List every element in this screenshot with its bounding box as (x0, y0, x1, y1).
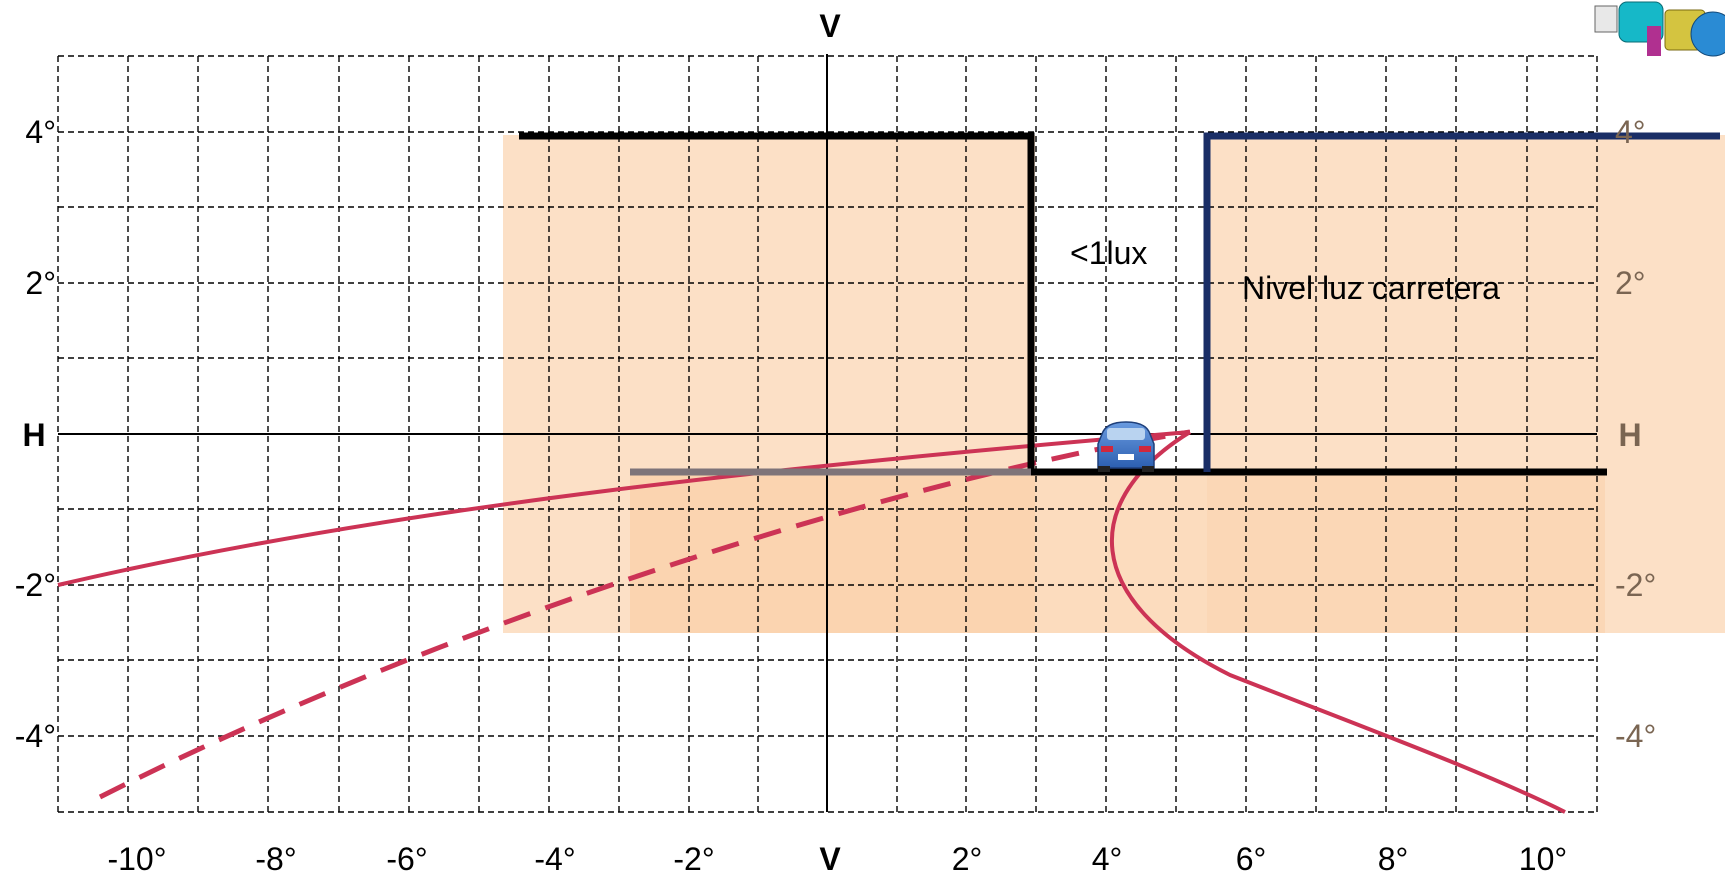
axis-labels: V V H H (22, 8, 1641, 872)
headlamp-module-icon (1594, 1, 1725, 57)
high-beam-boundary-line (1203, 132, 1720, 472)
x-tick-label: -10° (107, 841, 166, 872)
y-ticks-right: 4° 2° -2° -4° (1615, 114, 1656, 754)
y-ticks-left: 4° 2° -2° -4° (15, 114, 56, 754)
road-right-edge-curve (1109, 430, 1566, 814)
x-tick-label: 6° (1236, 841, 1267, 872)
h-label-right: H (1618, 417, 1641, 453)
v-label-top: V (819, 8, 841, 44)
lux-annotation: <1lux (1070, 235, 1147, 271)
road-left-edge-curve (57, 430, 1191, 587)
x-tick-label: 2° (952, 841, 983, 872)
road-curves (57, 429, 1566, 814)
x-tick-label: -8° (255, 841, 296, 872)
v-label-bottom: V (819, 841, 841, 872)
x-tick-label: 4° (1092, 841, 1123, 872)
x-tick-label: -6° (386, 841, 427, 872)
y-tick-label-right: -4° (1615, 718, 1656, 754)
x-tick-label: -4° (534, 841, 575, 872)
x-tick-label: 10° (1519, 841, 1567, 872)
x-tick-label: -2° (673, 841, 714, 872)
y-tick-label-left: -2° (15, 567, 56, 603)
road-light-annotation: Nivel luz carretera (1242, 270, 1500, 306)
illumination-zones (503, 135, 1725, 633)
x-tick-label: 8° (1378, 841, 1409, 872)
y-tick-label-left: -4° (15, 718, 56, 754)
h-label-left: H (22, 417, 45, 453)
x-ticks: -10° -8° -6° -4° -2° 2° 4° 6° 8° 10° (107, 841, 1567, 872)
high-beam-zone (1207, 135, 1725, 633)
low-beam-cutoff-line (519, 132, 1607, 476)
y-tick-label-right: 2° (1615, 265, 1646, 301)
cutoff-lines (519, 132, 1720, 476)
car-rear-icon (1097, 421, 1155, 472)
y-tick-label-right: 4° (1615, 114, 1646, 150)
y-tick-label-left: 4° (25, 114, 56, 150)
y-tick-label-left: 2° (25, 265, 56, 301)
road-center-dashed-curve (98, 429, 1191, 800)
y-tick-label-right: -2° (1615, 567, 1656, 603)
